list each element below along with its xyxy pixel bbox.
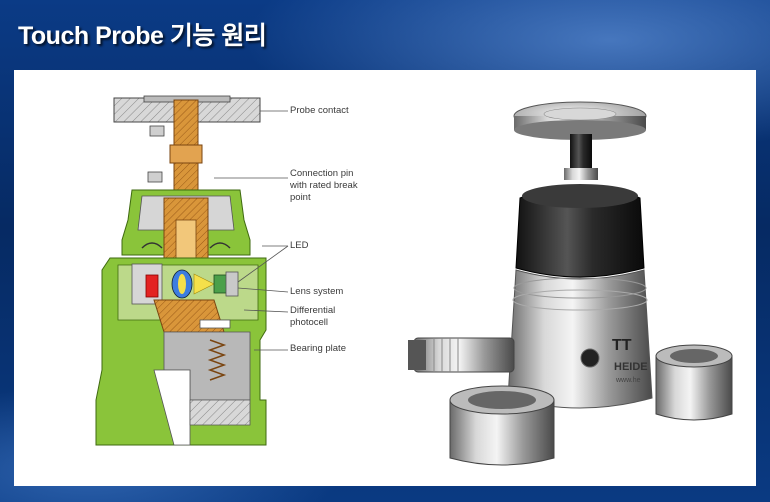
- leader-lines: [214, 110, 289, 351]
- label-differential-photocell: Differential photocell: [290, 305, 336, 328]
- content-panel: Probe contact Connection pin with rated …: [14, 70, 756, 486]
- touch-probe-photo: TT HEIDE www.he: [408, 101, 733, 466]
- label-lens-system: Lens system: [290, 286, 344, 297]
- label-led: LED: [290, 240, 309, 251]
- page-title: Touch Probe 기능 원리: [18, 22, 267, 50]
- spring: [207, 339, 227, 381]
- photo-url-text: www.he: [615, 377, 641, 384]
- photo-brand-text: HEIDE: [614, 361, 648, 373]
- label-probe-contact: Probe contact: [290, 105, 349, 116]
- cross-section-diagram: [95, 95, 289, 446]
- photo-model-text: TT: [612, 337, 632, 354]
- label-bearing-plate: Bearing plate: [290, 343, 346, 354]
- label-connection-pin: Connection pin with rated break point: [290, 168, 358, 203]
- stylus-shaft: [169, 99, 203, 191]
